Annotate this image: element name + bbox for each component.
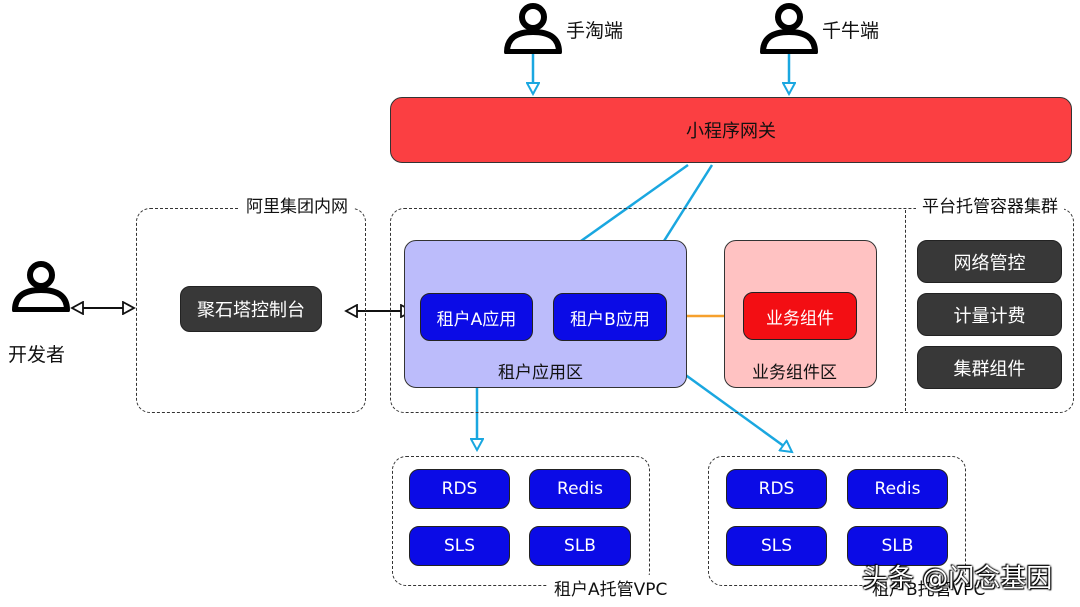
vpc-b-rds: RDS <box>726 469 827 509</box>
tenant-a-vpc-label: 租户A托管VPC <box>548 575 674 600</box>
tenant-a-app: 租户A应用 <box>420 293 533 341</box>
cluster-divider <box>905 210 906 411</box>
person-icon <box>760 3 818 54</box>
tenant-b-label: 租户B应用 <box>570 309 650 330</box>
service-label: Redis <box>557 479 603 499</box>
cluster-components-node: 集群组件 <box>917 346 1062 389</box>
tenant-b-vpc-group <box>708 456 966 586</box>
gateway-label: 小程序网关 <box>686 121 776 142</box>
vpc-b-sls: SLS <box>726 526 827 566</box>
watermark: 头条 @闪念基因 <box>862 564 1053 594</box>
service-label: SLS <box>760 536 793 556</box>
platform-cluster-group <box>390 208 1074 413</box>
vpc-a-redis: Redis <box>529 469 631 509</box>
vpc-a-rds: RDS <box>409 469 510 509</box>
vpc-b-slb: SLB <box>847 526 948 566</box>
console-node: 聚石塔控制台 <box>180 286 322 332</box>
user-qianniu-label: 千牛端 <box>822 20 880 42</box>
vpc-a-slb: SLB <box>529 526 631 566</box>
tenant-a-label: 租户A应用 <box>436 309 517 330</box>
biz-component-label: 业务组件 <box>766 308 834 329</box>
service-label: SLB <box>564 536 596 556</box>
tenant-zone-label: 租户应用区 <box>498 363 583 383</box>
network-control-node: 网络管控 <box>917 240 1062 283</box>
vpc-a-sls: SLS <box>409 526 510 566</box>
person-icon <box>12 261 70 312</box>
tenant-b-app: 租户B应用 <box>553 293 667 341</box>
person-icon <box>504 3 562 54</box>
intranet-group-label: 阿里集团内网 <box>240 192 354 217</box>
service-label: Redis <box>874 479 921 499</box>
biz-component: 业务组件 <box>743 292 857 340</box>
metering-billing-node: 计量计费 <box>917 293 1062 336</box>
service-label: RDS <box>441 479 478 499</box>
platform-group-label: 平台托管容器集群 <box>916 192 1064 217</box>
service-label: SLB <box>881 536 914 556</box>
console-label: 聚石塔控制台 <box>197 300 305 321</box>
developer-label: 开发者 <box>8 344 66 366</box>
service-label: SLS <box>443 536 476 556</box>
biz-zone-label: 业务组件区 <box>752 363 837 383</box>
side-item-label: 集群组件 <box>953 358 1026 380</box>
vpc-b-redis: Redis <box>847 469 948 509</box>
side-item-label: 计量计费 <box>953 305 1026 327</box>
side-item-label: 网络管控 <box>953 252 1026 274</box>
tenant-a-vpc-group <box>392 456 650 586</box>
tenant-b-vpc-label: 租户B托管VPC <box>866 575 992 600</box>
user-taobao-label: 手淘端 <box>566 20 624 42</box>
mini-program-gateway: 小程序网关 <box>390 97 1072 163</box>
service-label: RDS <box>758 479 795 499</box>
